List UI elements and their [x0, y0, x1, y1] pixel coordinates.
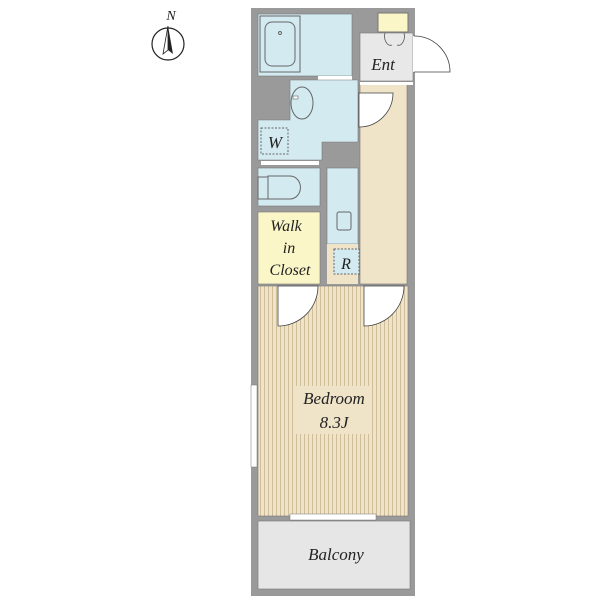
entrance-door[interactable]	[413, 35, 451, 73]
entrance-label: Ent	[370, 55, 396, 74]
cabinet-door-icon	[384, 32, 405, 46]
bedroom-door[interactable]	[363, 285, 405, 327]
closet-label-line3: Closet	[270, 262, 311, 279]
shoe-cabinet	[377, 12, 409, 33]
step-line	[360, 82, 413, 85]
closet-label-line2: in	[283, 240, 295, 257]
refrigerator-label: R	[340, 256, 351, 273]
washer-label: W	[268, 133, 284, 152]
washroom-door[interactable]	[358, 92, 394, 128]
refrigerator-space	[333, 248, 360, 275]
compass-label: N	[165, 9, 176, 24]
entrance	[359, 32, 414, 82]
balcony-window	[289, 513, 377, 521]
walk-in-closet	[257, 211, 321, 285]
sink-icon	[290, 86, 314, 120]
bedroom-size: 8.3J	[320, 413, 350, 432]
bedroom-label: Bedroom	[303, 389, 365, 408]
door-opening	[261, 161, 319, 165]
side-window	[250, 384, 258, 468]
kitchen	[326, 167, 359, 245]
balcony	[257, 520, 411, 590]
bedroom-label-bg	[296, 386, 372, 434]
balcony-label: Balcony	[308, 545, 364, 564]
bathtub-icon	[259, 15, 301, 73]
door-opening	[318, 76, 352, 80]
stove-icon	[336, 211, 352, 231]
toilet-icon	[257, 175, 301, 200]
washroom	[257, 79, 359, 161]
closet-label-line1: Walk	[270, 218, 302, 235]
north-compass-icon: N	[151, 9, 185, 61]
closet-door[interactable]	[277, 285, 319, 327]
washer-space	[260, 127, 289, 155]
